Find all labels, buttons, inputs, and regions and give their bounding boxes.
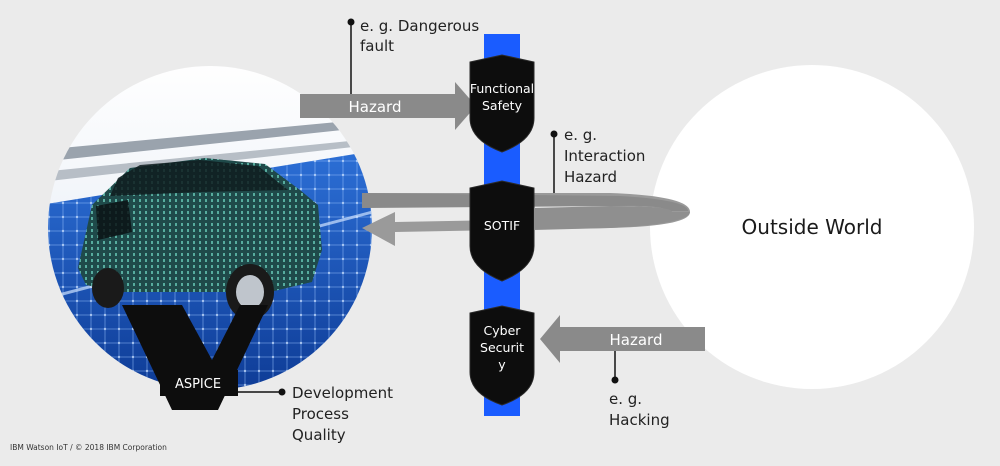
functional-safety-label-2: Safety (482, 98, 523, 113)
callout-interaction-3: Hazard (564, 168, 617, 186)
outside-world-circle (650, 65, 974, 389)
cyber-label-3: y (498, 357, 506, 372)
aspice-label: ASPICE (175, 377, 221, 392)
hazard-arrow-top: Hazard (300, 82, 476, 130)
callout-development-2: Process (292, 405, 349, 423)
cyber-label-2: Securit (480, 340, 524, 355)
callout-hacking-2: Hacking (609, 411, 670, 429)
cyber-security-shield: Cyber Securit y (469, 305, 535, 406)
callout-dangerous-fault-2: fault (360, 37, 394, 55)
hazard-label-top: Hazard (349, 98, 402, 116)
callout-interaction-1: e. g. (564, 126, 597, 144)
hazard-arrow-bottom: Hazard (540, 315, 705, 363)
aspice-box (160, 370, 238, 396)
callout-interaction-2: Interaction (564, 147, 645, 165)
callout-development: Development Process Quality (238, 384, 393, 444)
outside-world-label: Outside World (742, 215, 883, 239)
callout-hacking-1: e. g. (609, 390, 642, 408)
footer-text: IBM Watson IoT / © 2018 IBM Corporation (10, 443, 167, 452)
v-model-shape (122, 305, 268, 410)
functional-safety-label-1: Functional (470, 81, 534, 96)
sotif-label: SOTIF (484, 218, 520, 233)
callout-interaction-hazard: e. g. Interaction Hazard (550, 126, 645, 193)
callout-development-1: Development (292, 384, 393, 402)
callout-development-3: Quality (292, 426, 346, 444)
callout-dangerous-fault: e. g. Dangerous fault (347, 17, 479, 94)
hazard-label-bottom: Hazard (610, 331, 663, 349)
callout-dangerous-fault-1: e. g. Dangerous (360, 17, 479, 35)
callout-hacking: e. g. Hacking (609, 351, 670, 429)
car-image (48, 66, 372, 390)
cyber-label-1: Cyber (484, 323, 522, 338)
functional-safety-shield: Functional Safety (469, 54, 535, 153)
sotif-shield: SOTIF (469, 180, 535, 282)
